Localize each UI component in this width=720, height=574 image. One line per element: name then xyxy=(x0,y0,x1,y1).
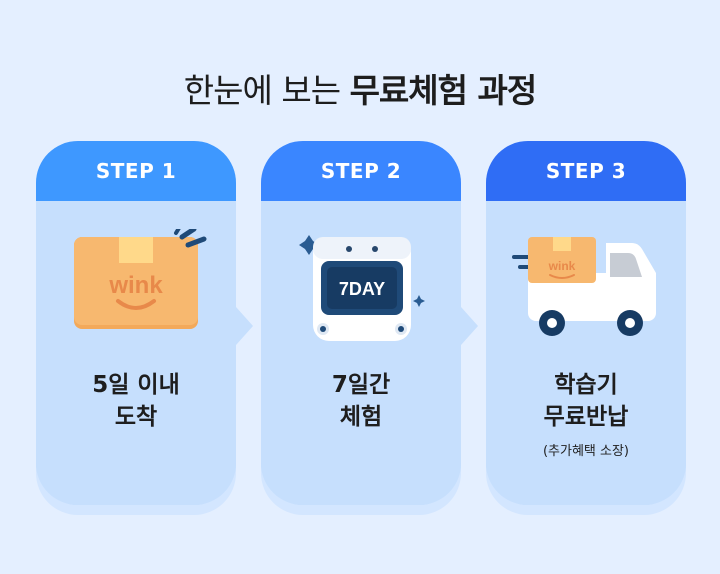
box-icon: wink xyxy=(74,229,207,329)
device-icon: 7DAY xyxy=(299,235,425,341)
title-bold: 무료체험 과정 xyxy=(349,71,538,110)
step-text-line1: 7일간 xyxy=(331,372,391,398)
arrow-connector xyxy=(461,307,478,345)
step-card-2: STEP 2 7DAY 7일간 체험 xyxy=(261,141,461,505)
device-screen-text: 7DAY xyxy=(339,279,385,299)
arrow-connector xyxy=(236,307,253,345)
step-label: STEP 2 xyxy=(261,141,461,201)
step-card-1: STEP 1 wink 5일 이내 도착 xyxy=(36,141,236,505)
step-label: STEP 1 xyxy=(36,141,236,201)
truck-brand-text: wink xyxy=(548,259,576,273)
step-card-3: STEP 3 wink 학습기 무료반납 (추가혜택 소장) xyxy=(486,141,686,505)
step-text-line2: 체험 xyxy=(339,404,383,430)
step-text-line2: 도착 xyxy=(114,404,158,430)
step-text-line2: 무료반납 xyxy=(543,404,629,430)
page-title: 한눈에 보는 무료체험 과정 xyxy=(0,64,720,112)
step-text-line1: 5일 이내 xyxy=(92,372,180,398)
box-brand-text: wink xyxy=(108,272,163,299)
truck-icon: wink xyxy=(512,237,656,336)
step-label: STEP 3 xyxy=(486,141,686,201)
title-light: 한눈에 보는 xyxy=(183,71,341,110)
step-text-line1: 학습기 xyxy=(554,372,618,398)
step-subtext: (추가혜택 소장) xyxy=(542,444,630,459)
